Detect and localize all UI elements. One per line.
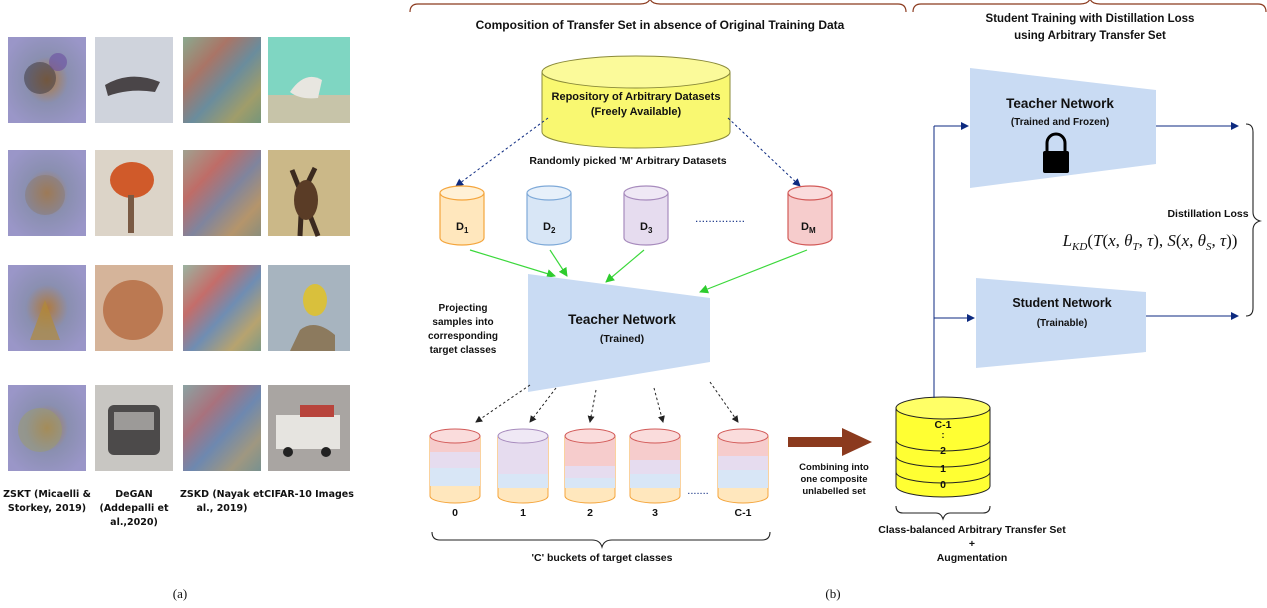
dataset-d1: D1	[439, 185, 485, 246]
svg-text:corresponding: corresponding	[428, 331, 498, 342]
column-label-zskd: ZSKD (Nayak et al., 2019)	[180, 489, 264, 514]
header-right-line2: using Arbitrary Transfer Set	[1014, 30, 1166, 42]
combine-arrow	[788, 428, 872, 456]
bucket-1: 1	[497, 428, 549, 519]
teacher-network-center: Teacher Network (Trained)	[528, 274, 710, 392]
svg-text:samples into: samples into	[432, 317, 493, 328]
pick-arrow-left	[455, 117, 549, 187]
combining-label: Combining into one composite unlabelled …	[799, 462, 869, 497]
svg-text:Projecting: Projecting	[439, 303, 488, 314]
student-network: Student Network (Trainable)	[976, 278, 1146, 368]
bucket-arrow-c1	[709, 381, 739, 423]
distillation-brace	[1245, 123, 1262, 317]
student-title: Student Network	[1012, 296, 1111, 310]
caption-a: (a)	[173, 586, 187, 601]
buckets-brace	[431, 531, 771, 549]
green-arrow-d3	[605, 249, 645, 283]
svg-text:1: 1	[520, 507, 526, 519]
bucket-arrow-0	[475, 384, 531, 423]
teacher-right-title: Teacher Network	[1006, 96, 1114, 111]
distillation-label: Distillation Loss	[1167, 208, 1248, 220]
random-pick-label: Randomly picked 'M' Arbitrary Datasets	[529, 155, 726, 167]
svg-text:Combining into: Combining into	[799, 462, 869, 473]
dataset-d2: D2	[526, 185, 572, 246]
svg-text:0: 0	[940, 479, 946, 491]
repository-subtitle: (Freely Available)	[591, 106, 682, 118]
svg-text:target classes: target classes	[430, 345, 497, 356]
svg-text:one composite: one composite	[800, 474, 867, 485]
teacher-right-sub: (Trained and Frozen)	[1011, 117, 1109, 128]
bucket-3: 3	[629, 428, 681, 519]
bucket-arrow-2	[587, 389, 597, 423]
bucket-2: 2	[564, 428, 616, 519]
caption-b: (b)	[825, 586, 840, 601]
header-right-line1: Student Training with Distillation Loss	[986, 13, 1195, 25]
distillation-formula: LKD(T(x, θT, τ), S(x, θS, τ))	[1062, 231, 1238, 253]
green-arrow-d1	[469, 249, 556, 278]
svg-text:unlabelled set: unlabelled set	[802, 486, 866, 497]
teacher-center-title: Teacher Network	[568, 312, 676, 327]
svg-text:2: 2	[587, 507, 593, 519]
green-arrow-d2	[549, 249, 568, 277]
svg-text:3: 3	[652, 507, 658, 519]
bucket-arrow-1	[529, 387, 557, 423]
svg-text:2: 2	[940, 445, 946, 457]
bucket-dots: .......	[687, 485, 708, 497]
repository-title: Repository of Arbitrary Datasets	[552, 91, 721, 103]
repository-cylinder: Repository of Arbitrary Datasets (Freely…	[541, 55, 731, 149]
top-brace-left	[409, 0, 907, 13]
column-label-degan: DeGAN (Addepalli et al.,2020)	[99, 489, 169, 528]
zskd-sample-3	[183, 265, 261, 351]
zskd-sample-4	[183, 385, 261, 471]
top-brace-right	[912, 0, 1267, 13]
svg-text:D1: D1	[456, 221, 469, 235]
transfer-set-line1: Class-balanced Arbitrary Transfer Set	[878, 524, 1066, 536]
zskd-sample-2	[183, 150, 261, 236]
dataset-d3: D3	[623, 185, 669, 246]
svg-text:1: 1	[940, 463, 946, 475]
transfer-set-stack: C-1 : 2 1 0	[895, 396, 991, 498]
teacher-network-right: Teacher Network (Trained and Frozen)	[970, 68, 1156, 188]
green-arrow-dm	[699, 249, 808, 294]
transfer-set-brace	[895, 505, 991, 521]
column-label-cifar: CIFAR-10 Images	[264, 489, 354, 500]
transfer-set-line3: Augmentation	[937, 552, 1008, 564]
bucket-c-1: C-1	[717, 428, 769, 519]
bucket-0: 0	[429, 428, 481, 519]
dataset-dm: DM	[787, 185, 833, 246]
bucket-arrow-3	[653, 387, 665, 423]
svg-text:DM: DM	[801, 221, 816, 235]
projecting-label: Projecting samples into corresponding ta…	[428, 303, 498, 356]
svg-text:D3: D3	[640, 221, 653, 235]
student-sub: (Trainable)	[1037, 318, 1088, 329]
lock-icon	[1043, 132, 1069, 173]
buckets-caption: 'C' buckets of target classes	[532, 552, 673, 564]
pick-arrow-right	[727, 117, 801, 187]
svg-text:C-1: C-1	[935, 419, 952, 431]
teacher-center-sub: (Trained)	[600, 333, 644, 345]
column-label-zskt: ZSKT (Micaelli & Storkey, 2019)	[3, 489, 91, 514]
svg-text:0: 0	[452, 507, 458, 519]
transfer-set-line2: +	[969, 538, 975, 550]
image-grid	[8, 37, 350, 471]
header-left: Composition of Transfer Set in absence o…	[476, 18, 845, 32]
datasets-ellipsis: ...............	[695, 211, 745, 225]
svg-text::: :	[942, 430, 945, 440]
svg-text:D2: D2	[543, 221, 556, 235]
zskd-sample-1	[183, 37, 261, 123]
svg-text:C-1: C-1	[735, 507, 752, 519]
